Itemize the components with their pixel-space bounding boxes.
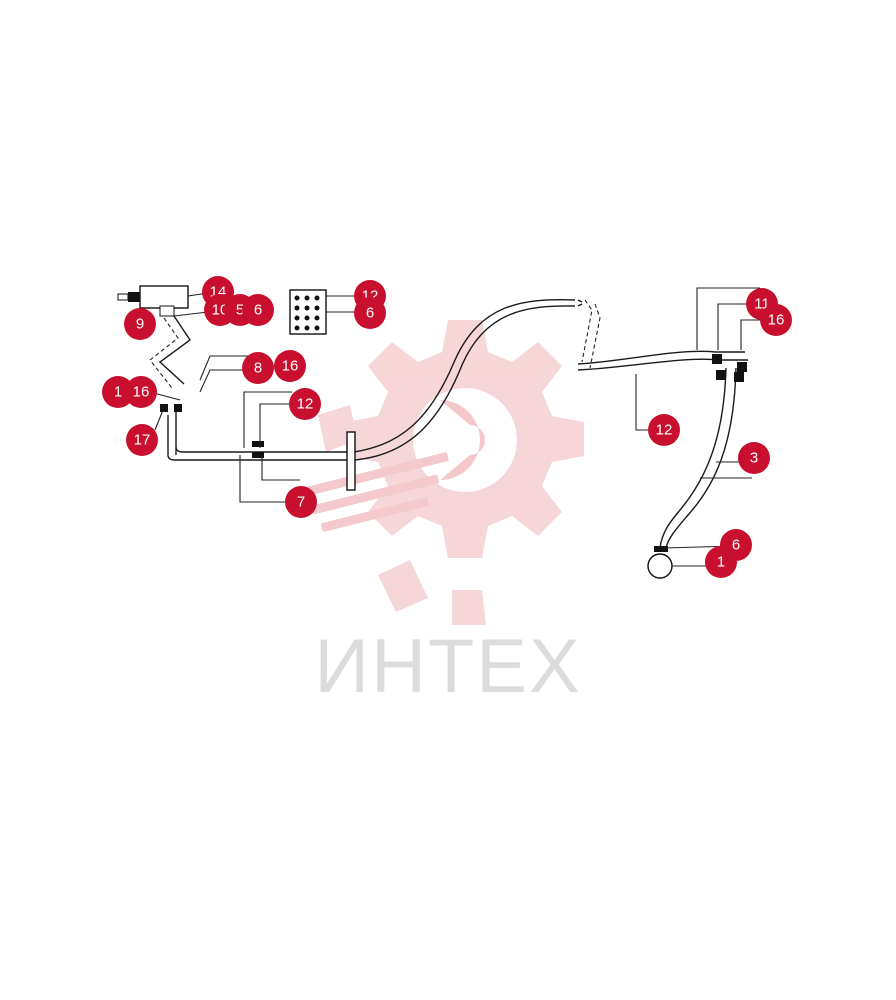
watermark-brand: ИНТЕХ: [314, 624, 581, 709]
manifold-block: [289, 289, 327, 335]
callout-1[interactable]: 1: [102, 376, 134, 408]
svg-text:3: 3: [750, 450, 758, 467]
callout-8[interactable]: 8: [242, 352, 274, 384]
cylinder-assembly: [117, 285, 189, 317]
svg-text:17: 17: [134, 432, 151, 449]
callout-9[interactable]: 9: [124, 308, 156, 340]
callout-17[interactable]: 17: [126, 424, 158, 456]
watermark-logo: ИНТЕХ: [301, 320, 584, 709]
callout-6[interactable]: 6: [354, 297, 386, 329]
svg-text:1: 1: [114, 384, 122, 401]
callout-6[interactable]: 6: [242, 294, 274, 326]
accumulator: [647, 553, 673, 579]
svg-text:7: 7: [297, 494, 305, 511]
svg-text:9: 9: [136, 316, 144, 333]
svg-text:10: 10: [212, 302, 229, 319]
callout-16[interactable]: 16: [125, 376, 157, 408]
svg-text:12: 12: [297, 396, 314, 413]
svg-text:5: 5: [236, 302, 244, 319]
svg-text:16: 16: [768, 312, 785, 329]
svg-text:16: 16: [133, 384, 150, 401]
svg-text:1: 1: [717, 554, 725, 571]
callout-3[interactable]: 3: [738, 442, 770, 474]
svg-text:6: 6: [732, 537, 740, 554]
svg-text:16: 16: [282, 358, 299, 375]
svg-text:6: 6: [254, 302, 262, 319]
svg-text:12: 12: [656, 422, 673, 439]
callout-markers: 14 12 6 10 5 6 9 8 16 1 16 12 17 7 12 11…: [102, 276, 792, 578]
couplings: [160, 354, 747, 552]
components: [117, 285, 747, 579]
callout-1[interactable]: 1: [705, 546, 737, 578]
callout-16[interactable]: 16: [760, 304, 792, 336]
gear-hole: [413, 388, 517, 492]
callout-12[interactable]: 12: [648, 414, 680, 446]
bulkhead-plate: [346, 431, 356, 491]
wrench-icon: [301, 400, 485, 532]
hose-lines: [149, 299, 748, 549]
callout-16[interactable]: 16: [274, 350, 306, 382]
callout-12[interactable]: 12: [289, 388, 321, 420]
svg-text:8: 8: [254, 360, 262, 377]
callout-7[interactable]: 7: [285, 486, 317, 518]
svg-text:6: 6: [366, 305, 374, 322]
